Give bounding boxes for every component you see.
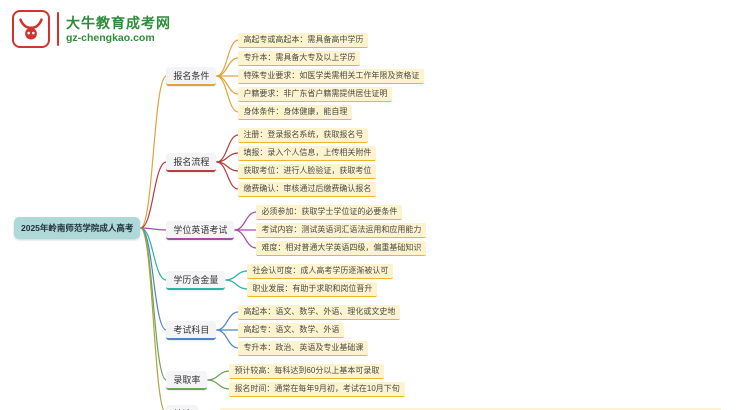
branch-group: 考试科目 高起本：语文、数学、外语、理化或文史地 高起专：语文、数学、外语 专升… [166, 304, 720, 356]
site-logo[interactable]: 大牛教育成考网 gz-chengkao.com [12, 10, 171, 48]
branch-children: 必须参加：获取学士学位证的必要条件 考试内容：测试英语词汇语法运用和应用能力 难… [256, 204, 427, 256]
branch-topic[interactable]: 学位英语考试 [166, 220, 235, 240]
branch-group: 录取率 预计较高：每科达到60分以上基本可录取 报名时间：通常在每年9月初，考试… [166, 363, 720, 397]
leaf-node[interactable]: 报名时间：通常在每年9月初，考试在10月下旬 [229, 381, 405, 397]
branch-children: 注册：登录报名系统，获取报名号 填报：录入个人信息，上传相关附件 获取考位：进行… [238, 127, 377, 197]
leaf-node[interactable]: 职业发展：有助于求职和岗位晋升 [247, 281, 378, 297]
branch-topic[interactable]: 考试科目 [166, 320, 217, 340]
leaf-node[interactable]: 特殊专业要求：如医学类需相关工作年限及资格证 [238, 68, 425, 84]
leaf-node[interactable]: 预计较高：每科达到60分以上基本可录取 [229, 363, 385, 379]
leaf-node[interactable]: 填报：录入个人信息，上传相关附件 [238, 145, 377, 161]
leaf-node[interactable]: 户籍要求：非广东省户籍需提供居住证明 [238, 86, 393, 102]
branch-list: 报名条件 高起专或高起本：需具备高中学历 专升本：需具备大专及以上学历 特殊专业… [166, 32, 721, 410]
leaf-node[interactable]: 高起本：语文、数学、外语、理化或文史地 [238, 304, 401, 320]
leaf-node[interactable]: 难度：相对普通大学英语四级，偏重基础知识 [256, 240, 427, 256]
leaf-node[interactable]: 获取考位：进行人脸验证，获取考位 [238, 163, 377, 179]
branch-children: 高起专或高起本：需具备高中学历 专升本：需具备大专及以上学历 特殊专业要求：如医… [238, 32, 425, 120]
branch-children: 高起本：语文、数学、外语、理化或文史地 高起专：语文、数学、外语 专升本：政治、… [238, 304, 401, 356]
branch-topic[interactable]: 录取率 [166, 370, 208, 390]
branch-group: 报名条件 高起专或高起本：需具备高中学历 专升本：需具备大专及以上学历 特殊专业… [166, 32, 720, 120]
leaf-node[interactable]: 专升本：需具备大专及以上学历 [238, 50, 361, 66]
branch-children: 2025年岭南师范学院成人高考的学位英语考试是必须参加的，考生应通过正规途径获取… [220, 407, 721, 410]
leaf-node[interactable]: 必须参加：获取学士学位证的必要条件 [256, 204, 403, 220]
leaf-node[interactable]: 高起专：语文、数学、外语 [238, 322, 345, 338]
leaf-node[interactable]: 考试内容：测试英语词汇语法运用和应用能力 [256, 222, 427, 238]
branch-children: 预计较高：每科达到60分以上基本可录取 报名时间：通常在每年9月初，考试在10月… [229, 363, 405, 397]
leaf-node[interactable]: 2025年岭南师范学院成人高考的学位英语考试是必须参加的，考生应通过正规途径获取… [220, 407, 721, 410]
logo-divider [57, 12, 59, 46]
leaf-node[interactable]: 专升本：政治、英语及专业基础课 [238, 340, 369, 356]
logo-text: 大牛教育成考网 gz-chengkao.com [66, 14, 171, 44]
branch-group: 结论 2025年岭南师范学院成人高考的学位英语考试是必须参加的，考生应通过正规途… [166, 404, 721, 410]
logo-url: gz-chengkao.com [66, 32, 155, 45]
mindmap: 2025年岭南师范学院成人高考 报名条件 高起专或高起本：需具备高中学历 专升本… [14, 32, 721, 410]
logo-badge [12, 10, 50, 48]
central-topic[interactable]: 2025年岭南师范学院成人高考 [14, 217, 141, 239]
branch-topic[interactable]: 学历含金量 [166, 270, 226, 290]
leaf-node[interactable]: 缴费确认：审核通过后缴费确认报名 [238, 181, 377, 197]
logo-title: 大牛教育成考网 [66, 14, 171, 31]
branch-children: 社会认可度：成人高考学历逐渐被认可 职业发展：有助于求职和岗位晋升 [247, 263, 394, 297]
leaf-node[interactable]: 高起专或高起本：需具备高中学历 [238, 32, 369, 48]
leaf-node[interactable]: 社会认可度：成人高考学历逐渐被认可 [247, 263, 394, 279]
branch-group: 学位英语考试 必须参加：获取学士学位证的必要条件 考试内容：测试英语词汇语法运用… [166, 204, 720, 256]
bull-icon [19, 18, 43, 40]
leaf-node[interactable]: 身体条件：身体健康，能自理 [238, 104, 353, 120]
branch-topic[interactable]: 报名条件 [166, 66, 217, 86]
branch-group: 学历含金量 社会认可度：成人高考学历逐渐被认可 职业发展：有助于求职和岗位晋升 [166, 263, 720, 297]
branch-topic[interactable]: 结论 [166, 404, 199, 410]
branch-topic[interactable]: 报名流程 [166, 152, 217, 172]
branch-group: 报名流程 注册：登录报名系统，获取报名号 填报：录入个人信息，上传相关附件 获取… [166, 127, 720, 197]
leaf-node[interactable]: 注册：登录报名系统，获取报名号 [238, 127, 369, 143]
